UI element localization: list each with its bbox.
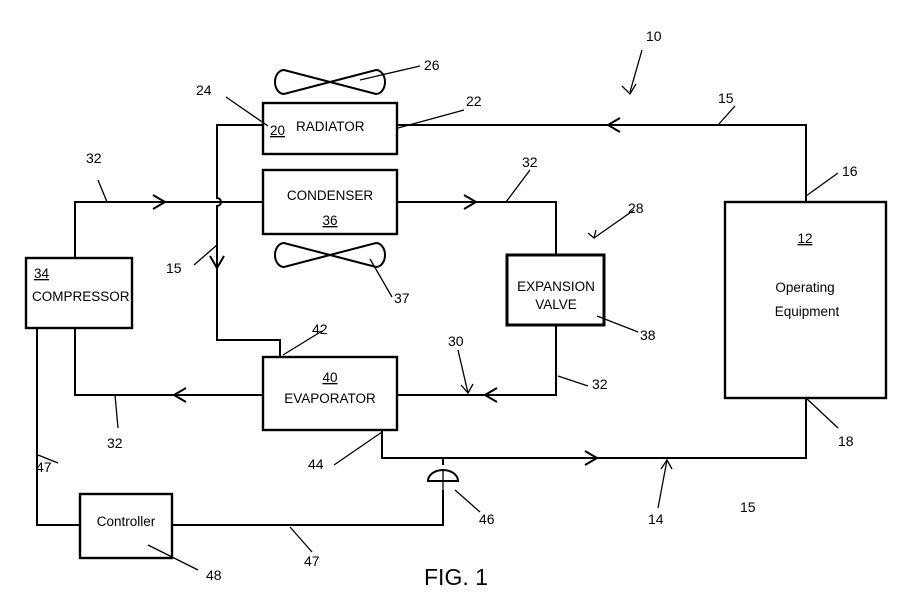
ref-30: 30 [448,333,464,349]
compressor-box: 34 COMPRESSOR [26,258,132,328]
ref-18: 18 [838,433,854,449]
ref-32-top-right: 32 [522,154,538,170]
equipment-label-2: Equipment [775,304,840,319]
figure-label: FIG. 1 [424,564,488,590]
ref-46: 46 [479,511,495,527]
ref-15-bottom: 15 [740,499,756,515]
equipment-label-1: Operating [775,280,834,295]
radiator-label: RADIATOR [296,119,365,134]
ref-16: 16 [842,163,858,179]
condenser-label: CONDENSER [287,188,374,203]
evaporator-label: EVAPORATOR [284,391,376,406]
expansion-valve-box: EXPANSION VALVE [507,255,604,325]
radiator-fan-icon [275,70,385,94]
compressor-label: COMPRESSOR [32,289,130,304]
condenser-box: CONDENSER 36 [263,170,397,234]
evaporator-box: 40 EVAPORATOR [263,357,397,430]
ref-24: 24 [196,82,212,98]
controller-box: Controller [80,494,172,558]
leader-lines [38,50,838,570]
ref-37: 37 [394,290,410,306]
ref-44: 44 [308,456,324,472]
compressor-number: 34 [34,266,50,281]
condenser-number: 36 [322,213,337,228]
ref-15-top: 15 [718,90,734,106]
evaporator-number: 40 [322,370,337,385]
ref-15-left: 15 [166,260,182,276]
ref-32-top-left: 32 [86,150,102,166]
ref-10: 10 [646,28,662,44]
radiator-number: 20 [270,123,285,138]
expansion-valve-label-2: VALVE [535,297,577,312]
condenser-fan-icon [275,243,385,267]
expansion-valve-label-1: EXPANSION [517,279,595,294]
equipment-number: 12 [797,231,812,246]
radiator-box: 20 RADIATOR [263,103,397,154]
controller-label: Controller [97,514,156,529]
sensor-icon [428,470,458,490]
ref-14: 14 [648,511,664,527]
ref-47-left: 47 [36,459,52,475]
ref-32-bottom: 32 [107,435,123,451]
ref-28: 28 [628,200,644,216]
ref-48: 48 [206,567,222,583]
ref-47-bottom: 47 [304,553,320,569]
ref-38: 38 [640,327,656,343]
ref-42: 42 [312,321,328,337]
ref-26: 26 [424,57,440,73]
ref-22: 22 [466,93,482,109]
operating-equipment-box: 12 Operating Equipment [725,202,886,398]
ref-32-valve: 32 [592,376,608,392]
